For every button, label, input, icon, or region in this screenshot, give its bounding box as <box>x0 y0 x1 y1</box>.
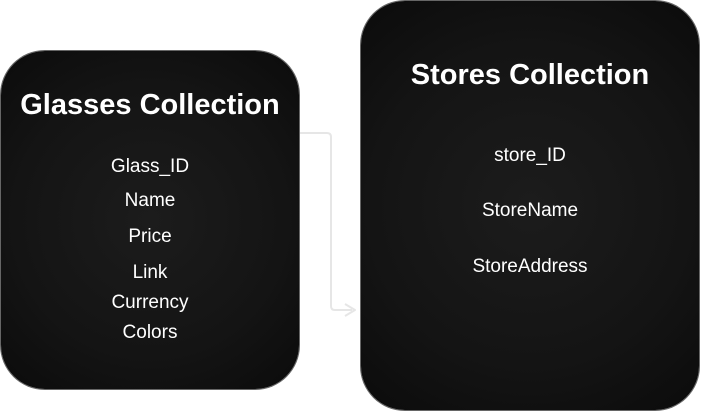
glasses-field-colors: Colors <box>122 322 178 343</box>
connector-line <box>300 132 352 311</box>
glasses-field-link: Link <box>132 262 168 283</box>
stores-field-store-name: StoreName <box>481 200 579 221</box>
stores-field-store-id: store_ID <box>494 145 566 166</box>
connector-arrowhead <box>344 303 356 317</box>
stores-field-store-address: StoreAddress <box>472 256 588 277</box>
glasses-field-currency: Currency <box>111 292 189 313</box>
glasses-collection-title: Glasses Collection <box>20 89 280 121</box>
glasses-field-name: Name <box>124 190 176 211</box>
glasses-field-price: Price <box>128 226 172 247</box>
glasses-field-glass-id: Glass_ID <box>110 156 190 177</box>
stores-collection-box: Stores Collection store_ID StoreName Sto… <box>361 1 699 410</box>
stores-collection-title: Stores Collection <box>410 59 650 91</box>
glasses-collection-box: Glasses Collection Glass_ID Name Price L… <box>1 51 299 389</box>
